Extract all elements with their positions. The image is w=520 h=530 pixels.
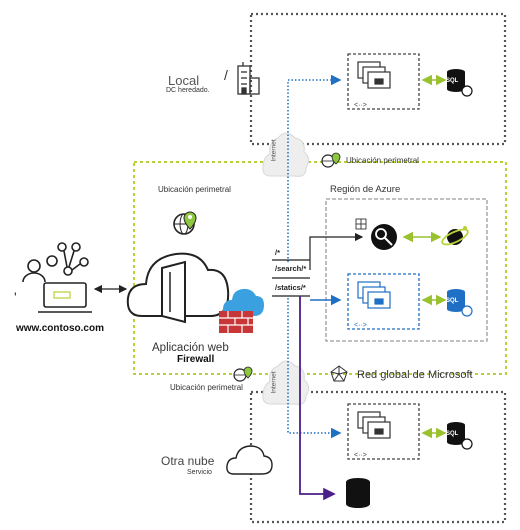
resize-glyph: <··> [354, 452, 367, 459]
firewall-label: Firewall [177, 354, 215, 365]
internet-label-top: Internet [270, 139, 278, 162]
search-service-icon [371, 224, 397, 250]
azure-region-box [325, 198, 488, 342]
globe-pin-icon [321, 152, 341, 168]
azure-region-label: Región de Azure [330, 184, 401, 195]
sql-database-icon [447, 69, 473, 97]
route-search-label: /search/* [275, 264, 307, 273]
building-icon [237, 62, 260, 95]
global-network-label: Red global de Microsoft [357, 369, 473, 381]
legacy-dc-label: DC heredado. [166, 87, 210, 94]
edge-location-label-right: Ubicación perimetral [346, 156, 419, 165]
route-statics-label: /statics/* [275, 283, 306, 292]
resize-glyph: <··> [354, 322, 367, 329]
laptop-icon [38, 282, 92, 313]
grid-icon [355, 218, 367, 230]
vm-box-local [347, 53, 420, 110]
sql-label: SQL [446, 431, 459, 437]
cloud-icon [226, 445, 273, 475]
internet-cloud-icon [262, 132, 310, 177]
sql-label: SQL [446, 298, 459, 304]
local-dc-box [249, 12, 507, 146]
user-mark: ' [14, 289, 17, 305]
edge-location-label-bottom: Ubicación perimetral [170, 383, 243, 392]
cosmos-db-icon [441, 226, 469, 246]
user-network-icon [22, 242, 89, 283]
front-door-cloud-icon [126, 252, 230, 324]
other-cloud-box [249, 390, 507, 524]
edge-location-label-top: Ubicación perimetral [158, 185, 231, 194]
resize-glyph: <··> [354, 102, 367, 109]
local-label: Local [168, 73, 200, 88]
site-url-label: www.contoso.com [16, 323, 104, 334]
sql-database-icon [447, 289, 473, 317]
vm-scale-set-icon [357, 61, 391, 89]
sql-label: SQL [446, 78, 459, 84]
firewall-icon [219, 311, 253, 333]
vm-scale-set-icon [357, 281, 391, 309]
globe-pin-icon [233, 366, 253, 382]
web-app-label: Aplicación web [152, 342, 229, 354]
globe-pin-icon [173, 211, 197, 235]
route-root-label: /* [275, 248, 281, 257]
vm-box-other [347, 403, 420, 460]
mesh-network-icon [330, 365, 348, 382]
azure-cloud-icon [222, 288, 264, 316]
sql-database-icon [447, 422, 473, 450]
internet-label-bottom: Internet [270, 371, 278, 394]
local-mark: / [224, 67, 228, 83]
other-cloud-label: Otra nube [161, 454, 215, 468]
database-icon [346, 478, 370, 508]
vm-box-azure [347, 273, 420, 330]
vm-scale-set-icon [357, 411, 391, 439]
global-network-box [133, 161, 507, 375]
service-label: Servicio [187, 469, 212, 476]
